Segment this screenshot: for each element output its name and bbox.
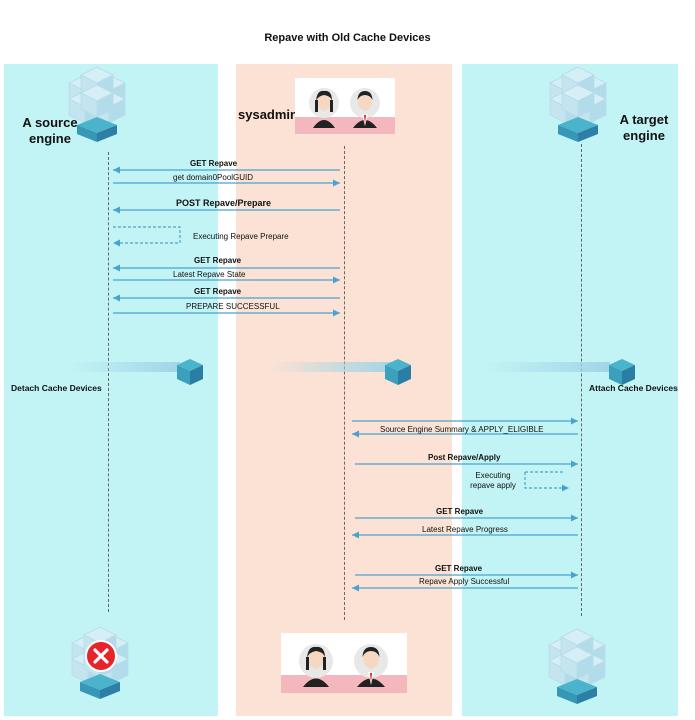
moving-cube-icon-admin xyxy=(270,359,411,385)
target-engine-lane xyxy=(462,64,678,716)
arrow-exec-apply xyxy=(524,471,569,488)
msg-get-repave-1: GET Repave xyxy=(190,159,238,168)
msg-prepare-success: PREPARE SUCCESSFUL xyxy=(186,302,280,311)
arrow-exec-prepare xyxy=(113,226,181,247)
msg-summary: Source Engine Summary & APPLY_ELIGIBLE xyxy=(380,425,544,434)
msg-exec-apply-2: repave apply xyxy=(470,481,516,490)
error-x-icon xyxy=(85,640,117,672)
sysadmin-lifeline xyxy=(344,146,345,620)
msg-exec-apply-1: Executing xyxy=(475,471,511,480)
msg-get-repave-2: GET Repave xyxy=(194,256,242,265)
msg-post-prepare: POST Repave/Prepare xyxy=(176,198,272,208)
moving-cube-icon-source xyxy=(70,359,203,385)
cube-cluster-icon xyxy=(68,66,126,142)
cube-cluster-icon-target-bottom xyxy=(548,628,606,704)
sysadmin-label: sysadmin xyxy=(238,107,298,122)
detach-cache-label: Detach Cache Devices xyxy=(11,383,102,393)
source-lifeline xyxy=(108,152,109,612)
target-lifeline xyxy=(581,144,582,616)
msg-latest-state: Latest Repave State xyxy=(173,270,246,279)
admin-people-drawing xyxy=(309,88,380,128)
attach-cache-label: Attach Cache Devices xyxy=(589,383,678,393)
msg-post-apply: Post Repave/Apply xyxy=(428,453,501,462)
msg-get-repave-4: GET Repave xyxy=(436,507,484,516)
msg-apply-success: Repave Apply Successful xyxy=(419,577,510,586)
moving-cube-icon-target xyxy=(485,359,635,385)
msg-get-repave-3: GET Repave xyxy=(194,287,242,296)
msg-latest-progress: Latest Repave Progress xyxy=(422,525,508,534)
source-engine-label: A source engine xyxy=(22,115,78,146)
source-engine-lane xyxy=(4,64,218,716)
admin-people-icon xyxy=(295,78,395,134)
target-engine-label: A target engine xyxy=(619,112,669,143)
cube-cluster-icon-target xyxy=(549,66,607,142)
msg-get-repave-5: GET Repave xyxy=(435,564,483,573)
diagram-title: Repave with Old Cache Devices xyxy=(264,32,431,44)
msg-exec-prepare: Executing Repave Prepare xyxy=(193,232,289,241)
message-arrows xyxy=(113,166,578,592)
admin-people-icon-bottom xyxy=(281,633,407,693)
admin-people-drawing-bottom xyxy=(299,644,388,687)
msg-get-pool-guid: get domain0PoolGUID xyxy=(173,173,254,182)
